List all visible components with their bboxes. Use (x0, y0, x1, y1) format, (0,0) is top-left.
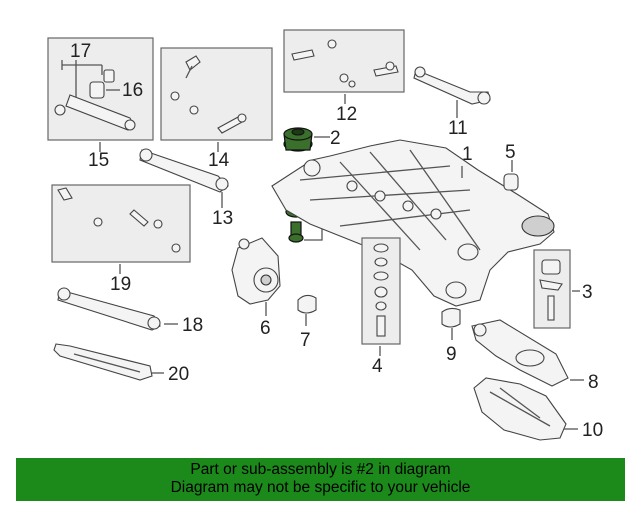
kit-box-19 (51, 184, 191, 263)
callout-17: 17 (70, 41, 91, 62)
parts-diagram: 17 16 15 14 12 11 13 (47, 29, 603, 441)
callout-13: 13 (212, 208, 233, 229)
bushing-7 (297, 294, 317, 314)
callout-7: 7 (300, 330, 311, 351)
bushing-5 (503, 173, 519, 191)
info-banner: Part or sub-assembly is #2 in diagram Di… (16, 458, 625, 501)
banner-line-2: Diagram may not be specific to your vehi… (170, 479, 471, 496)
callout-3: 3 (582, 282, 593, 303)
callout-16: 16 (122, 80, 143, 101)
control-arm-13 (139, 148, 229, 193)
callout-5: 5 (505, 142, 516, 163)
shield-10 (473, 377, 567, 441)
callout-4: 4 (372, 356, 383, 377)
callout-18: 18 (182, 315, 203, 336)
upper-arm-11 (413, 66, 491, 105)
kit-box-3 (533, 249, 571, 329)
knuckle-6 (231, 237, 281, 305)
callout-1: 1 (462, 144, 473, 165)
lateral-link-18 (57, 287, 161, 331)
callout-20: 20 (168, 364, 189, 385)
callout-15: 15 (88, 150, 109, 171)
callout-10: 10 (582, 420, 603, 441)
kit-box-4 (361, 237, 401, 345)
kit-box-12 (283, 29, 405, 93)
callout-9: 9 (446, 344, 457, 365)
callout-14: 14 (208, 150, 230, 171)
rear-subframe-1 (271, 139, 555, 307)
callout-8: 8 (588, 372, 599, 393)
kit-box-15 (47, 37, 154, 141)
callout-2-upper: 2 (330, 128, 341, 149)
bushing-9 (441, 307, 461, 328)
banner-line-1: Part or sub-assembly is #2 in diagram (190, 461, 451, 478)
callout-6: 6 (260, 318, 271, 339)
kit-box-14 (160, 47, 273, 141)
lower-arm-8 (471, 319, 569, 387)
skid-bracket-20 (53, 343, 153, 381)
callout-19: 19 (110, 274, 131, 295)
callout-11: 11 (448, 118, 468, 139)
subframe-mount-2-upper (283, 127, 313, 152)
callout-12: 12 (336, 104, 357, 125)
